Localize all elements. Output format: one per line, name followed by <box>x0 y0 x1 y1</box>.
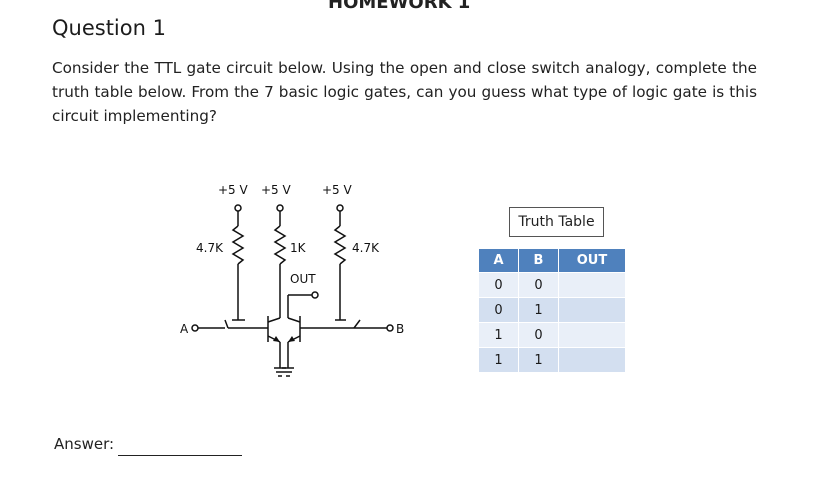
resistor-label-middle: 1K <box>290 241 307 255</box>
answer-label: Answer: <box>54 435 115 453</box>
header-out: OUT <box>559 249 625 272</box>
answer-blank-line[interactable] <box>118 455 242 456</box>
cell-a: 0 <box>479 273 518 297</box>
supply-label-middle: +5 V <box>261 183 292 197</box>
truth-table-caption: Truth Table <box>509 207 604 237</box>
cell-b: 1 <box>519 298 558 322</box>
truth-table: A B OUT 0 0 0 1 1 0 1 1 <box>478 248 626 373</box>
cell-a: 1 <box>479 323 518 347</box>
resistor-label-left: 4.7K <box>196 241 224 255</box>
header-b: B <box>519 249 558 272</box>
output-label: OUT <box>290 272 316 286</box>
cell-b: 1 <box>519 348 558 372</box>
input-b-label: B <box>396 322 404 336</box>
table-row: 1 0 <box>479 323 625 347</box>
cell-out[interactable] <box>559 298 625 322</box>
supply-label-right: +5 V <box>322 183 353 197</box>
header-cut-off-text: HOMEWORK 1 <box>328 0 471 13</box>
table-row: 0 0 <box>479 273 625 297</box>
cell-b: 0 <box>519 273 558 297</box>
table-row: 1 1 <box>479 348 625 372</box>
header-a: A <box>479 249 518 272</box>
table-row: 0 1 <box>479 298 625 322</box>
resistor-label-right: 4.7K <box>352 241 380 255</box>
supply-label-left: +5 V <box>218 183 249 197</box>
input-a-label: A <box>180 322 189 336</box>
question-title: Question 1 <box>52 16 166 40</box>
cell-out[interactable] <box>559 348 625 372</box>
cell-out[interactable] <box>559 273 625 297</box>
question-text: Consider the TTL gate circuit below. Usi… <box>52 59 757 125</box>
cell-a: 1 <box>479 348 518 372</box>
cell-out[interactable] <box>559 323 625 347</box>
ttl-circuit-diagram: +5 V +5 V +5 V 4.7K 1K 4.7K OUT A B <box>180 183 404 377</box>
cell-b: 0 <box>519 323 558 347</box>
cell-a: 0 <box>479 298 518 322</box>
